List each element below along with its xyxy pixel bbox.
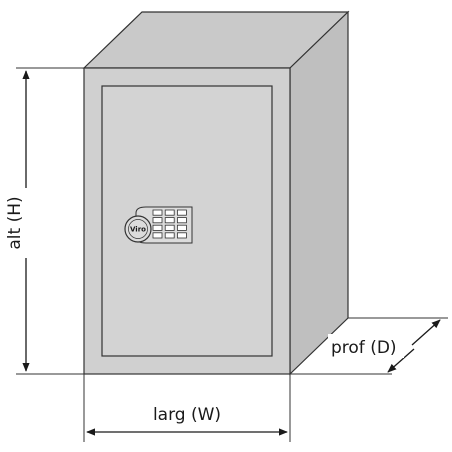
depth-arrow-lower (387, 348, 415, 373)
safe-body (82, 10, 350, 376)
keypad-key (152, 217, 163, 224)
height-dimension: alt (H) (4, 67, 84, 375)
keypad-key (164, 217, 175, 224)
keypad-key (164, 224, 175, 231)
keypad-key (164, 232, 175, 239)
safe-side-face (289, 10, 349, 376)
keypad-key (152, 224, 163, 231)
depth-dimension: prof (D) (290, 317, 448, 375)
depth-label: prof (D) (331, 338, 397, 358)
keypad-key (164, 209, 175, 216)
keypad-key (152, 232, 163, 239)
height-label: alt (H) (5, 196, 25, 249)
keypad-key (176, 232, 187, 239)
keypad-key (152, 209, 163, 216)
electronic-lock: Viro (124, 206, 193, 244)
width-label: larg (W) (153, 405, 221, 425)
keypad-key (176, 224, 187, 231)
keypad-key (176, 209, 187, 216)
width-dimension: larg (W) (83, 374, 291, 442)
keypad-key (176, 217, 187, 224)
depth-arrow-upper (411, 319, 441, 346)
lock-brand: Viro (130, 226, 146, 234)
lock-keypad (152, 209, 187, 239)
